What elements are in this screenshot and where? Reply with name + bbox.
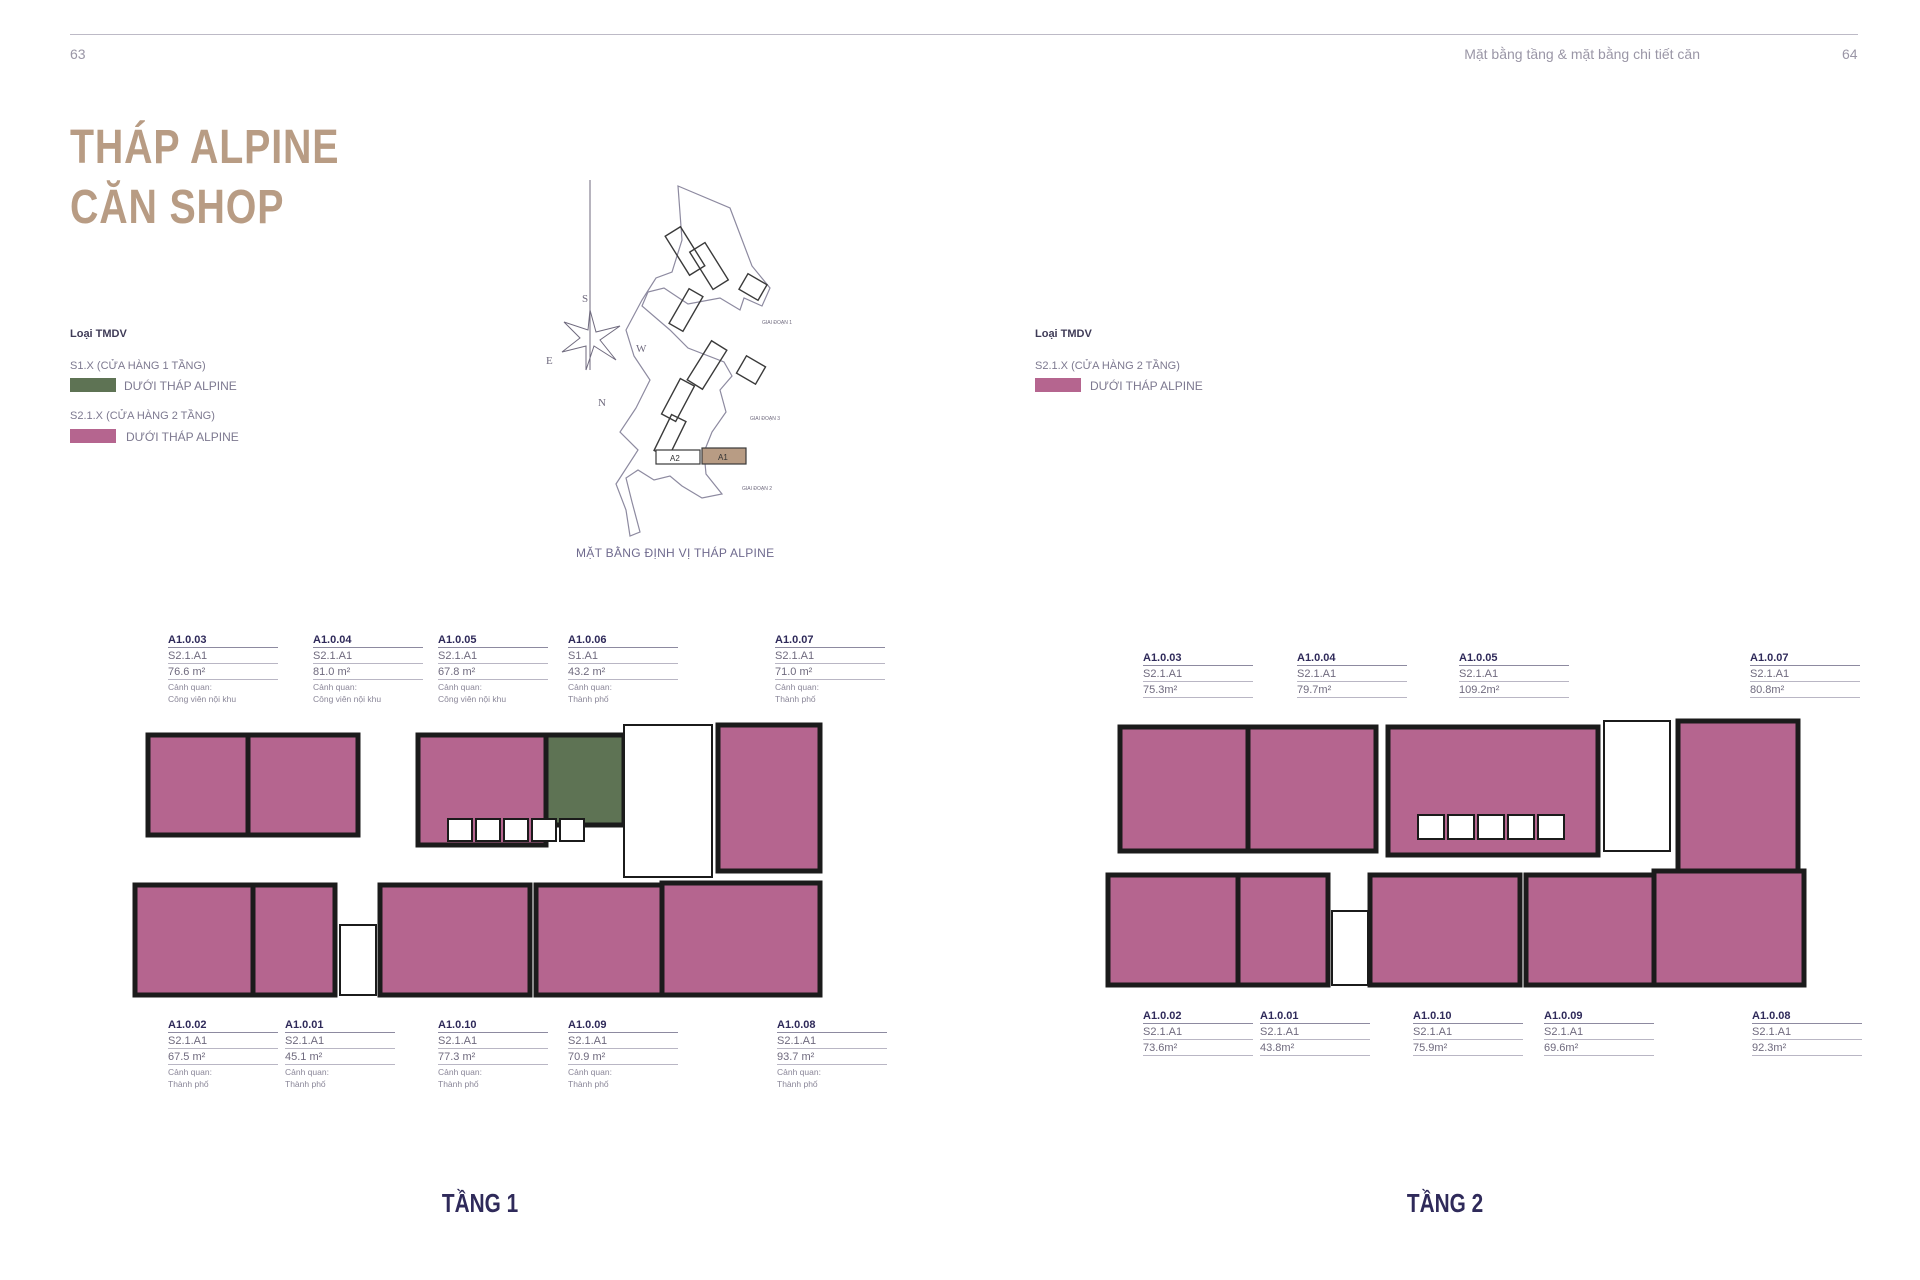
page-number-right: 64	[1842, 46, 1858, 62]
block-a1-highlight	[701, 447, 747, 465]
floor2-unit-a1-0-08[interactable]	[1651, 868, 1807, 988]
floor1-unit-a1-0-04[interactable]	[245, 732, 361, 838]
floor2-unit-a1-0-09[interactable]	[1523, 872, 1657, 988]
site-boundary	[615, 185, 771, 537]
floor2-unit-a1-0-10[interactable]	[1367, 872, 1523, 988]
legend-right-heading: Loại TMDV	[1035, 328, 1092, 340]
page-number-left: 63	[70, 46, 86, 62]
floor1-unit-a1-0-01[interactable]	[250, 882, 338, 998]
title-line-1: THÁP ALPINE	[70, 121, 340, 174]
legend-left-heading: Loại TMDV	[70, 328, 127, 340]
phase-2-label: GIAI ĐOẠN 2	[742, 486, 772, 492]
legend-left-label-1: DƯỚI THÁP ALPINE	[124, 379, 237, 393]
title-line-2: CĂN SHOP	[70, 181, 285, 234]
phase-3-label: GIAI ĐOẠN 3	[750, 416, 780, 422]
floor2-unit-a1-0-03[interactable]	[1117, 724, 1251, 854]
floor1-unit-a1-0-03[interactable]	[145, 732, 251, 838]
floor-1-title: TẦNG 1	[441, 1188, 519, 1218]
phase-1-label: GIAI ĐOẠN 1	[762, 320, 792, 326]
compass-w: W	[636, 343, 647, 355]
block-a2-label: A2	[670, 454, 680, 463]
compass-e: E	[546, 355, 553, 367]
floor1-stair	[339, 924, 377, 996]
floor-2-title: TẦNG 2	[1406, 1188, 1484, 1218]
floor2-unit-a1-0-04[interactable]	[1245, 724, 1379, 854]
floor1-unit-a1-0-09[interactable]	[533, 882, 665, 998]
legend-right-type-1: S2.1.X (CỬA HÀNG 2 TẦNG)	[1035, 360, 1180, 372]
floor2-unit-a1-0-01[interactable]	[1235, 872, 1331, 988]
block-a2	[655, 449, 701, 465]
compass-rose-icon	[561, 180, 621, 371]
floor1-unit-a1-0-06[interactable]	[543, 732, 627, 828]
floor2-unit-a1-0-07[interactable]	[1675, 718, 1801, 874]
floor1-unit-a1-0-02[interactable]	[132, 882, 256, 998]
section-title: Mặt bằng tầng & mặt bằng chi tiết căn	[1464, 46, 1700, 62]
legend-right-label-1: DƯỚI THÁP ALPINE	[1090, 379, 1203, 393]
tower-blocks	[653, 225, 768, 459]
site-location-map: S W E N A2 A1 GIAI ĐOẠN 1 GIAI ĐOẠN 3 GI…	[546, 180, 792, 537]
compass-n: N	[598, 397, 606, 409]
floor1-unit-a1-0-08[interactable]	[659, 880, 823, 998]
floor-2-plan	[1105, 718, 1807, 988]
floor2-elevators	[1417, 814, 1565, 840]
floor1-elevators	[447, 818, 585, 842]
compass-s: S	[582, 293, 588, 305]
floor2-unit-a1-0-02[interactable]	[1105, 872, 1241, 988]
legend-swatch-pink	[70, 429, 116, 443]
header-rule	[70, 34, 1858, 35]
floor2-stair	[1331, 910, 1369, 986]
floor-1-plan	[132, 722, 823, 998]
legend-left-label-2: DƯỚI THÁP ALPINE	[126, 430, 239, 444]
page-title: THÁP ALPINE CĂN SHOP	[70, 118, 339, 238]
legend-swatch-pink-right	[1035, 378, 1081, 392]
site-map-caption: MẶT BẰNG ĐỊNH VỊ THÁP ALPINE	[576, 546, 775, 560]
legend-left-type-2: S2.1.X (CỬA HÀNG 2 TẦNG)	[70, 410, 215, 422]
floor2-core	[1603, 720, 1671, 852]
floor1-unit-a1-0-10[interactable]	[377, 882, 533, 998]
legend-swatch-green	[70, 378, 116, 392]
floor1-unit-a1-0-07[interactable]	[715, 722, 823, 874]
block-a1-label: A1	[718, 453, 728, 462]
floor1-core	[623, 724, 713, 878]
legend-left-type-1: S1.X (CỬA HÀNG 1 TẦNG)	[70, 360, 206, 372]
